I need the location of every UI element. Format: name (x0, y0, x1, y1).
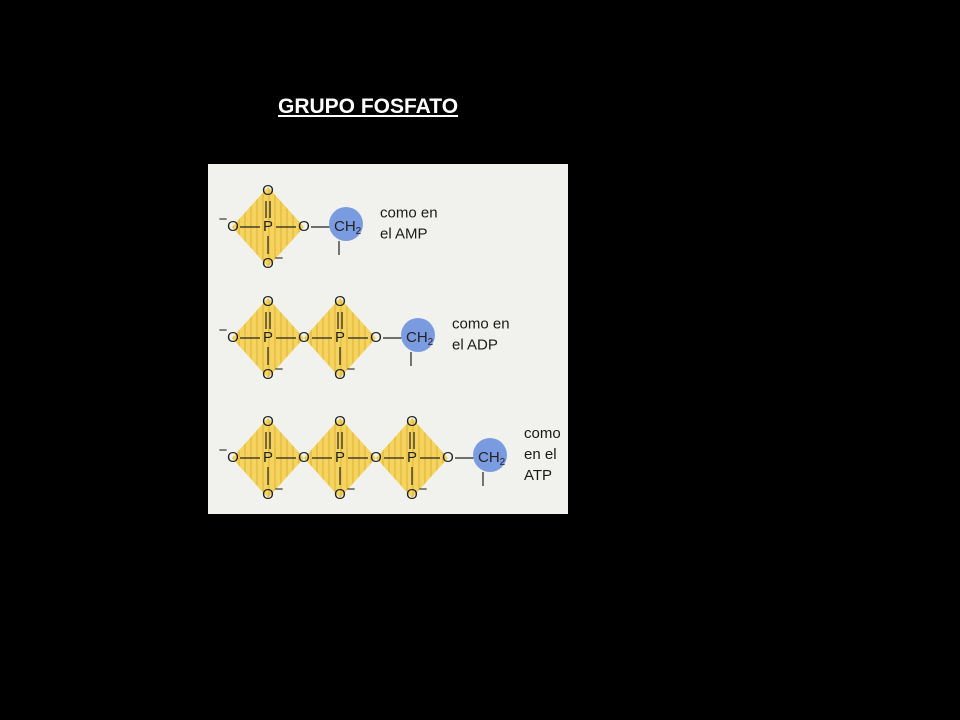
phosphate-diamond (232, 298, 304, 378)
charge-minus: − (219, 442, 228, 459)
ch2-subscript: 2 (428, 337, 434, 348)
phosphorus-atom: P (335, 449, 345, 466)
oxygen-atom: O (298, 449, 310, 466)
ch2-subscript: 2 (356, 226, 362, 237)
charge-minus: − (275, 481, 284, 498)
oxygen-atom: O (442, 449, 454, 466)
charge-minus: − (219, 211, 228, 228)
charge-minus: − (275, 250, 284, 267)
slide-title: GRUPO FOSFATO (278, 95, 459, 118)
ch2-group: CH2 (406, 329, 434, 348)
oxygen-atom: O (227, 218, 239, 235)
oxygen-atom: O (334, 486, 346, 503)
oxygen-atom: O (334, 293, 346, 310)
ch2-group: CH2 (334, 218, 362, 237)
phosphorus-atom: P (263, 218, 273, 235)
phosphorus-atom: P (335, 329, 345, 346)
charge-minus: − (347, 361, 356, 378)
ch2-circle (401, 318, 435, 352)
oxygen-atom: O (262, 293, 274, 310)
oxygen-atom: O (262, 413, 274, 430)
oxygen-atom: O (262, 366, 274, 383)
ch2-subscript: 2 (500, 457, 506, 468)
oxygen-atom: O (227, 329, 239, 346)
charge-minus: − (347, 481, 356, 498)
phosphate-diamond (376, 418, 448, 498)
label-adp: como en (452, 315, 510, 332)
oxygen-atom: O (227, 449, 239, 466)
oxygen-atom: O (370, 329, 382, 346)
oxygen-atom: O (298, 218, 310, 235)
phosphate-diamond (232, 187, 304, 267)
phosphorus-atom: P (407, 449, 417, 466)
oxygen-atom: O (298, 329, 310, 346)
charge-minus: − (275, 361, 284, 378)
ch2-group: CH2 (478, 449, 506, 468)
oxygen-atom: O (262, 255, 274, 272)
oxygen-atom: O (406, 486, 418, 503)
phosphorus-atom: P (263, 449, 273, 466)
label-amp: el AMP (380, 225, 428, 242)
phosphate-diamond (232, 418, 304, 498)
phosphate-diamond (304, 418, 376, 498)
oxygen-atom: O (262, 486, 274, 503)
oxygen-atom: O (334, 366, 346, 383)
phosphate-diamond (304, 298, 376, 378)
label-adp: el ADP (452, 336, 498, 353)
label-atp: en el (524, 446, 557, 463)
phosphorus-atom: P (263, 329, 273, 346)
oxygen-atom: O (262, 182, 274, 199)
ch2-circle (473, 438, 507, 472)
oxygen-atom: O (406, 413, 418, 430)
label-atp: como (524, 425, 561, 442)
label-amp: como en (380, 204, 438, 221)
oxygen-atom: O (334, 413, 346, 430)
ch2-circle (329, 207, 363, 241)
charge-minus: − (419, 481, 428, 498)
charge-minus: − (219, 322, 228, 339)
oxygen-atom: O (370, 449, 382, 466)
label-atp: ATP (524, 467, 552, 484)
